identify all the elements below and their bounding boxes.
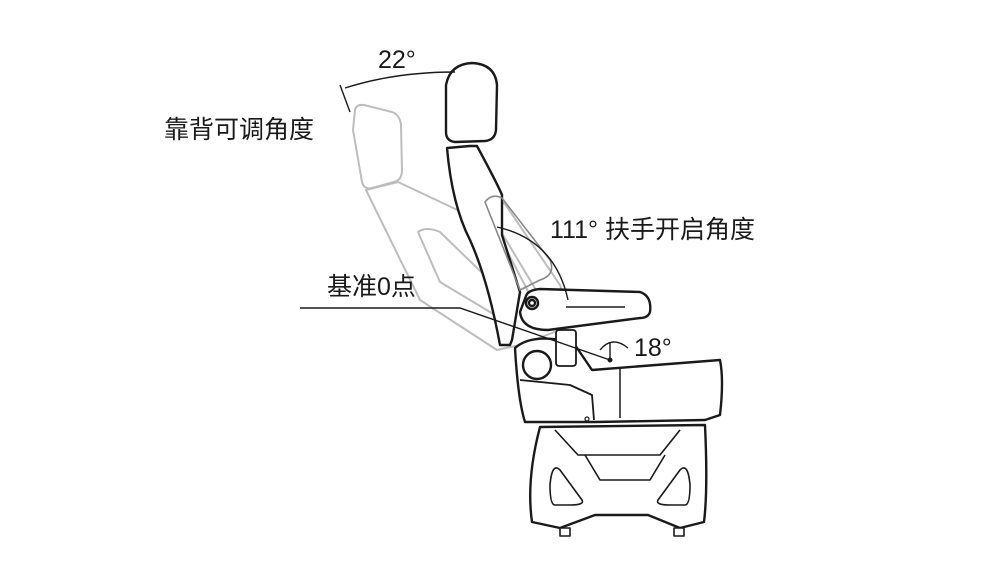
armrest xyxy=(518,287,652,332)
reference-leader xyxy=(300,307,611,361)
seat-angle-label: 18° xyxy=(634,334,672,362)
seat-cushion xyxy=(513,329,724,424)
annotation-lines xyxy=(300,71,629,363)
seat-angle-arc xyxy=(599,341,629,351)
reference-point-label: 基准0点 xyxy=(327,273,416,301)
armrest-arc xyxy=(496,226,569,301)
recline-angle-value: 22° xyxy=(378,46,416,74)
recline-angle-caption: 靠背可调角度 xyxy=(164,116,315,144)
seat-base xyxy=(529,423,708,537)
armrest-angle-label: 111° 扶手开启角度 xyxy=(550,216,755,244)
recline-arc xyxy=(344,71,456,89)
upright-backrest xyxy=(444,61,553,347)
